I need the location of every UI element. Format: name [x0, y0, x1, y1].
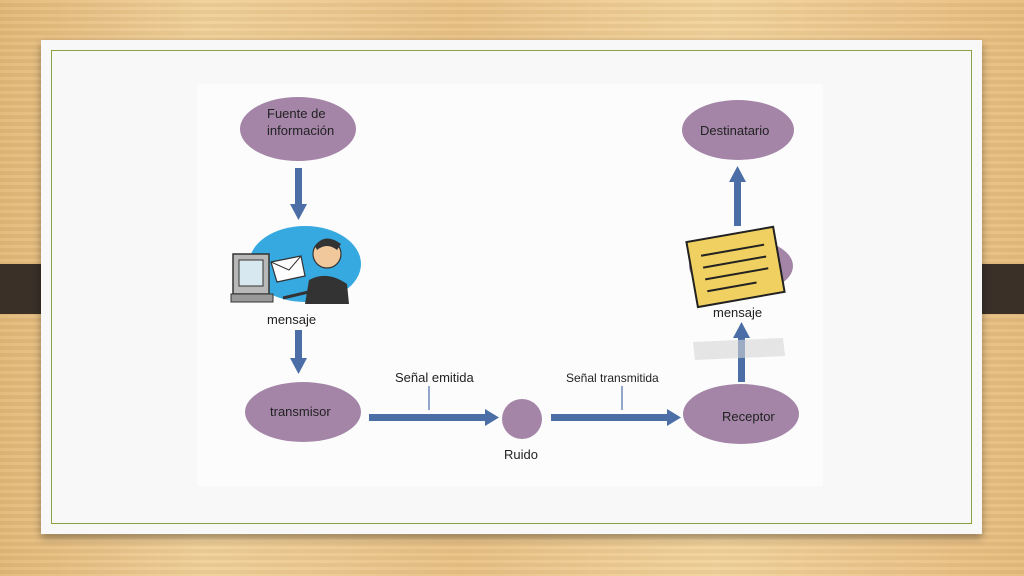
message-label-right: mensaje	[713, 305, 762, 320]
receiver-label: Receptor	[722, 409, 775, 424]
destination-label: Destinatario	[700, 123, 769, 138]
communication-diagram: Fuente de información mensaje	[230, 97, 799, 462]
signal-emitted-label: Señal emitida	[395, 370, 475, 385]
arrow-message-to-transmitter	[290, 330, 307, 374]
arrow-receiver-to-message	[733, 322, 750, 382]
arrow-transmitter-to-noise	[369, 409, 499, 426]
noise-node	[502, 399, 542, 439]
noise-label: Ruido	[504, 447, 538, 462]
note-reflection	[693, 338, 785, 360]
source-label-line2: información	[267, 123, 334, 138]
arrow-message-to-destination	[729, 166, 746, 226]
computer-user-icon	[230, 226, 361, 304]
slide-border	[51, 50, 972, 524]
source-node	[240, 97, 356, 161]
destination-node	[682, 100, 794, 160]
note-paper-icon	[685, 225, 786, 309]
source-label-line1: Fuente de	[267, 106, 326, 121]
signal-transmitted-label: Señal transmitida	[566, 371, 659, 385]
arrow-noise-to-receiver	[551, 409, 681, 426]
diagram-canvas: Fuente de información mensaje	[197, 84, 823, 486]
transmitter-label: transmisor	[270, 404, 331, 419]
receiver-node	[683, 384, 799, 444]
slide: Fuente de información mensaje	[41, 40, 982, 534]
message-label-left: mensaje	[267, 312, 316, 327]
arrow-source-to-message	[290, 168, 307, 220]
transmitter-node	[245, 382, 361, 442]
